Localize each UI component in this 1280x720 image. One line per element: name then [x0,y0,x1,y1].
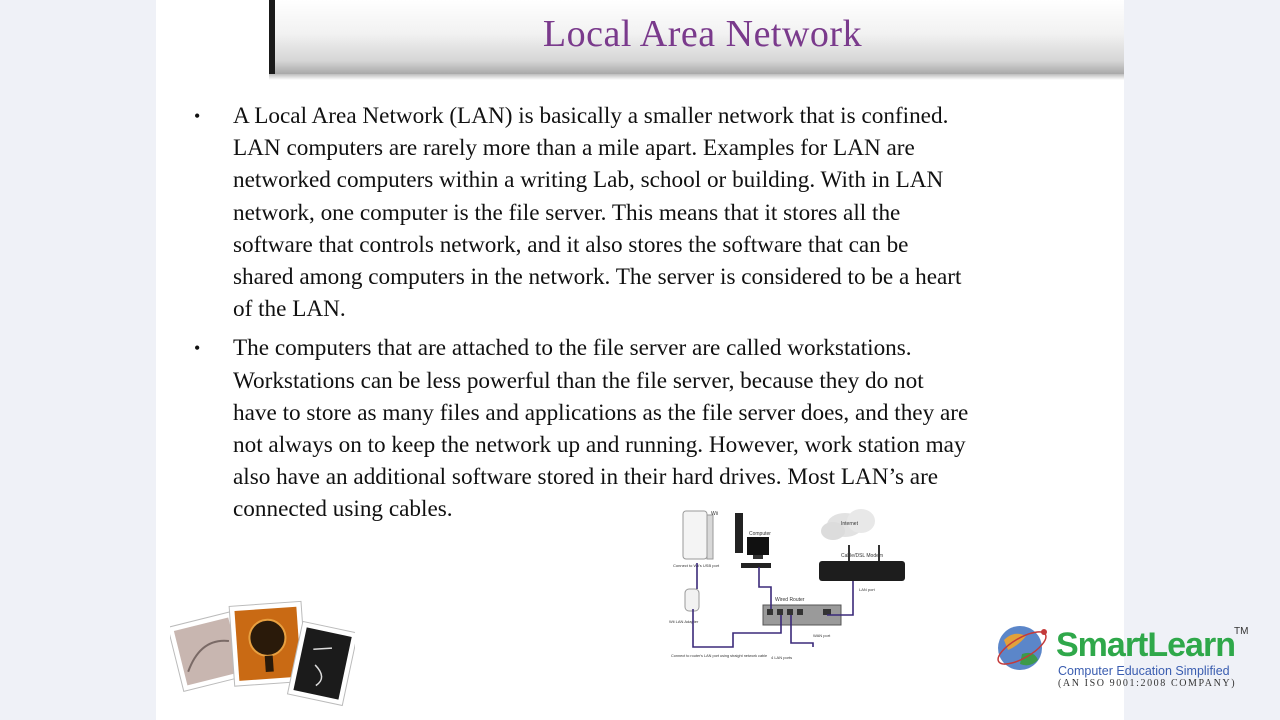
title-bar-shadow [269,74,1124,80]
label-connect-router: Connect to router's LAN port using strai… [671,654,767,658]
photo-chalkboard-icon [286,620,355,707]
network-cables [692,563,854,648]
bullet-dot: • [194,106,201,126]
label-lan-ports: 4 LAN ports [771,655,792,660]
label-modem: Cable/DSL Modem [841,553,883,559]
modem-icon [819,545,905,581]
logo-name: SmartLearn [1056,626,1236,664]
wii-console-icon [682,510,714,560]
label-computer: Computer [749,531,771,537]
logo-tagline: Computer Education Simplified [1058,664,1230,678]
decorative-photos [170,600,355,707]
photo-globe-icon [228,600,308,687]
slide: Local Area Network • A Local Area Networ… [156,0,1124,720]
slide-title: Local Area Network [542,13,863,55]
label-wii: Wii [711,511,718,517]
bullet-list: • A Local Area Network (LAN) is basicall… [194,100,1104,533]
left-margin [0,0,156,720]
globe-icon [997,626,1047,670]
smartlearn-logo: SmartLearn TM Computer Education Simplif… [994,616,1256,692]
logo-iso: (AN ISO 9001:2008 COMPANY) [1058,678,1237,689]
label-wii-lan-adapter: Wii LAN Adapter [669,619,699,624]
label-lan-port: LAN port [859,587,876,592]
title-bar: Local Area Network [269,0,1124,74]
lan-adapter-icon [684,588,700,612]
logo-trademark: TM [1234,626,1249,637]
bullet-dot: • [194,338,201,359]
network-diagram: Wii Connect to Wii's USB port Computer I… [663,497,921,682]
bullet-text: A Local Area Network (LAN) is basically … [233,103,962,323]
computer-icon [735,513,771,568]
bullet-item: • The computers that are attached to the… [194,332,1104,525]
right-margin [1124,0,1280,720]
label-internet: Internet [841,521,859,527]
internet-cloud-icon [821,509,875,540]
label-wired-router: Wired Router [775,597,805,603]
router-icon [762,604,842,626]
bullet-text: The computers that are attached to the f… [233,335,969,523]
photo-writing-icon [170,610,249,692]
bullet-item: • A Local Area Network (LAN) is basicall… [194,100,1104,325]
label-wan-port: WAN port [813,633,831,638]
